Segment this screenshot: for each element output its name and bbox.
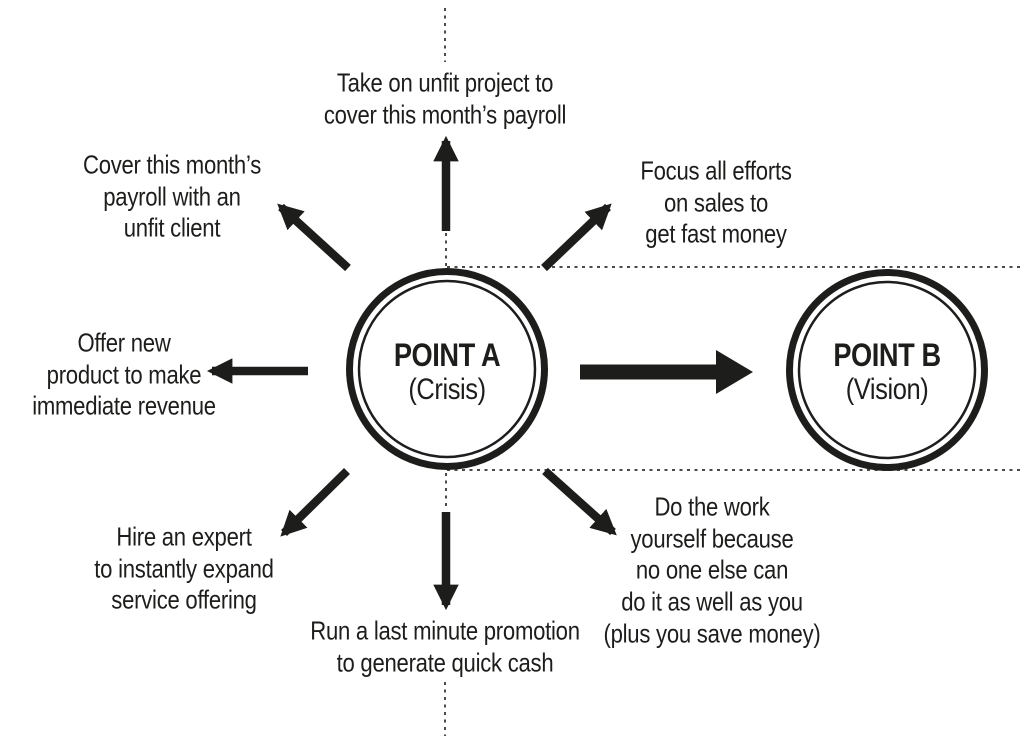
label-hire-an-expert: Hire an expert to instantly expand servi…: [94, 521, 274, 615]
dotted-guide-lines: [444, 8, 1024, 736]
arrow-upper-right-icon: [541, 203, 612, 272]
point-b-title: POINT B: [833, 336, 941, 373]
point-a-title: POINT A: [393, 336, 501, 373]
point-b-text: POINT B (Vision): [833, 336, 941, 407]
point-b-subtitle: (Vision): [845, 373, 929, 407]
label-focus-on-sales: Focus all efforts on sales to get fast m…: [640, 155, 792, 249]
arrow-lower-left-icon: [280, 467, 350, 537]
label-take-on-unfit-project: Take on unfit project to cover this mont…: [323, 67, 567, 129]
point-b-circle: [786, 269, 988, 471]
point-b-inner-ring-icon: [797, 280, 977, 460]
point-a-circle: [346, 268, 548, 470]
distraction-arrows: [206, 135, 617, 611]
label-cover-payroll-unfit-client: Cover this month’s payroll with an unfit…: [82, 149, 262, 243]
arrow-upper-left-icon: [277, 203, 351, 272]
arrow-lower-right-icon: [542, 467, 617, 536]
point-a-inner-ring-icon: [357, 279, 537, 459]
point-a-outer-ring-icon: [346, 268, 548, 470]
big-arrow-head-icon: [716, 350, 753, 394]
point-a-text: POINT A (Crisis): [393, 336, 501, 407]
label-offer-new-product: Offer new product to make immediate reve…: [32, 327, 216, 421]
point-a-subtitle: (Crisis): [408, 373, 486, 407]
label-last-minute-promotion: Run a last minute promotion to generate …: [310, 615, 580, 677]
label-do-the-work-yourself: Do the work yourself because no one else…: [603, 491, 821, 649]
point-a-to-point-b-arrow: [580, 350, 753, 394]
point-b-outer-ring-icon: [786, 269, 988, 471]
